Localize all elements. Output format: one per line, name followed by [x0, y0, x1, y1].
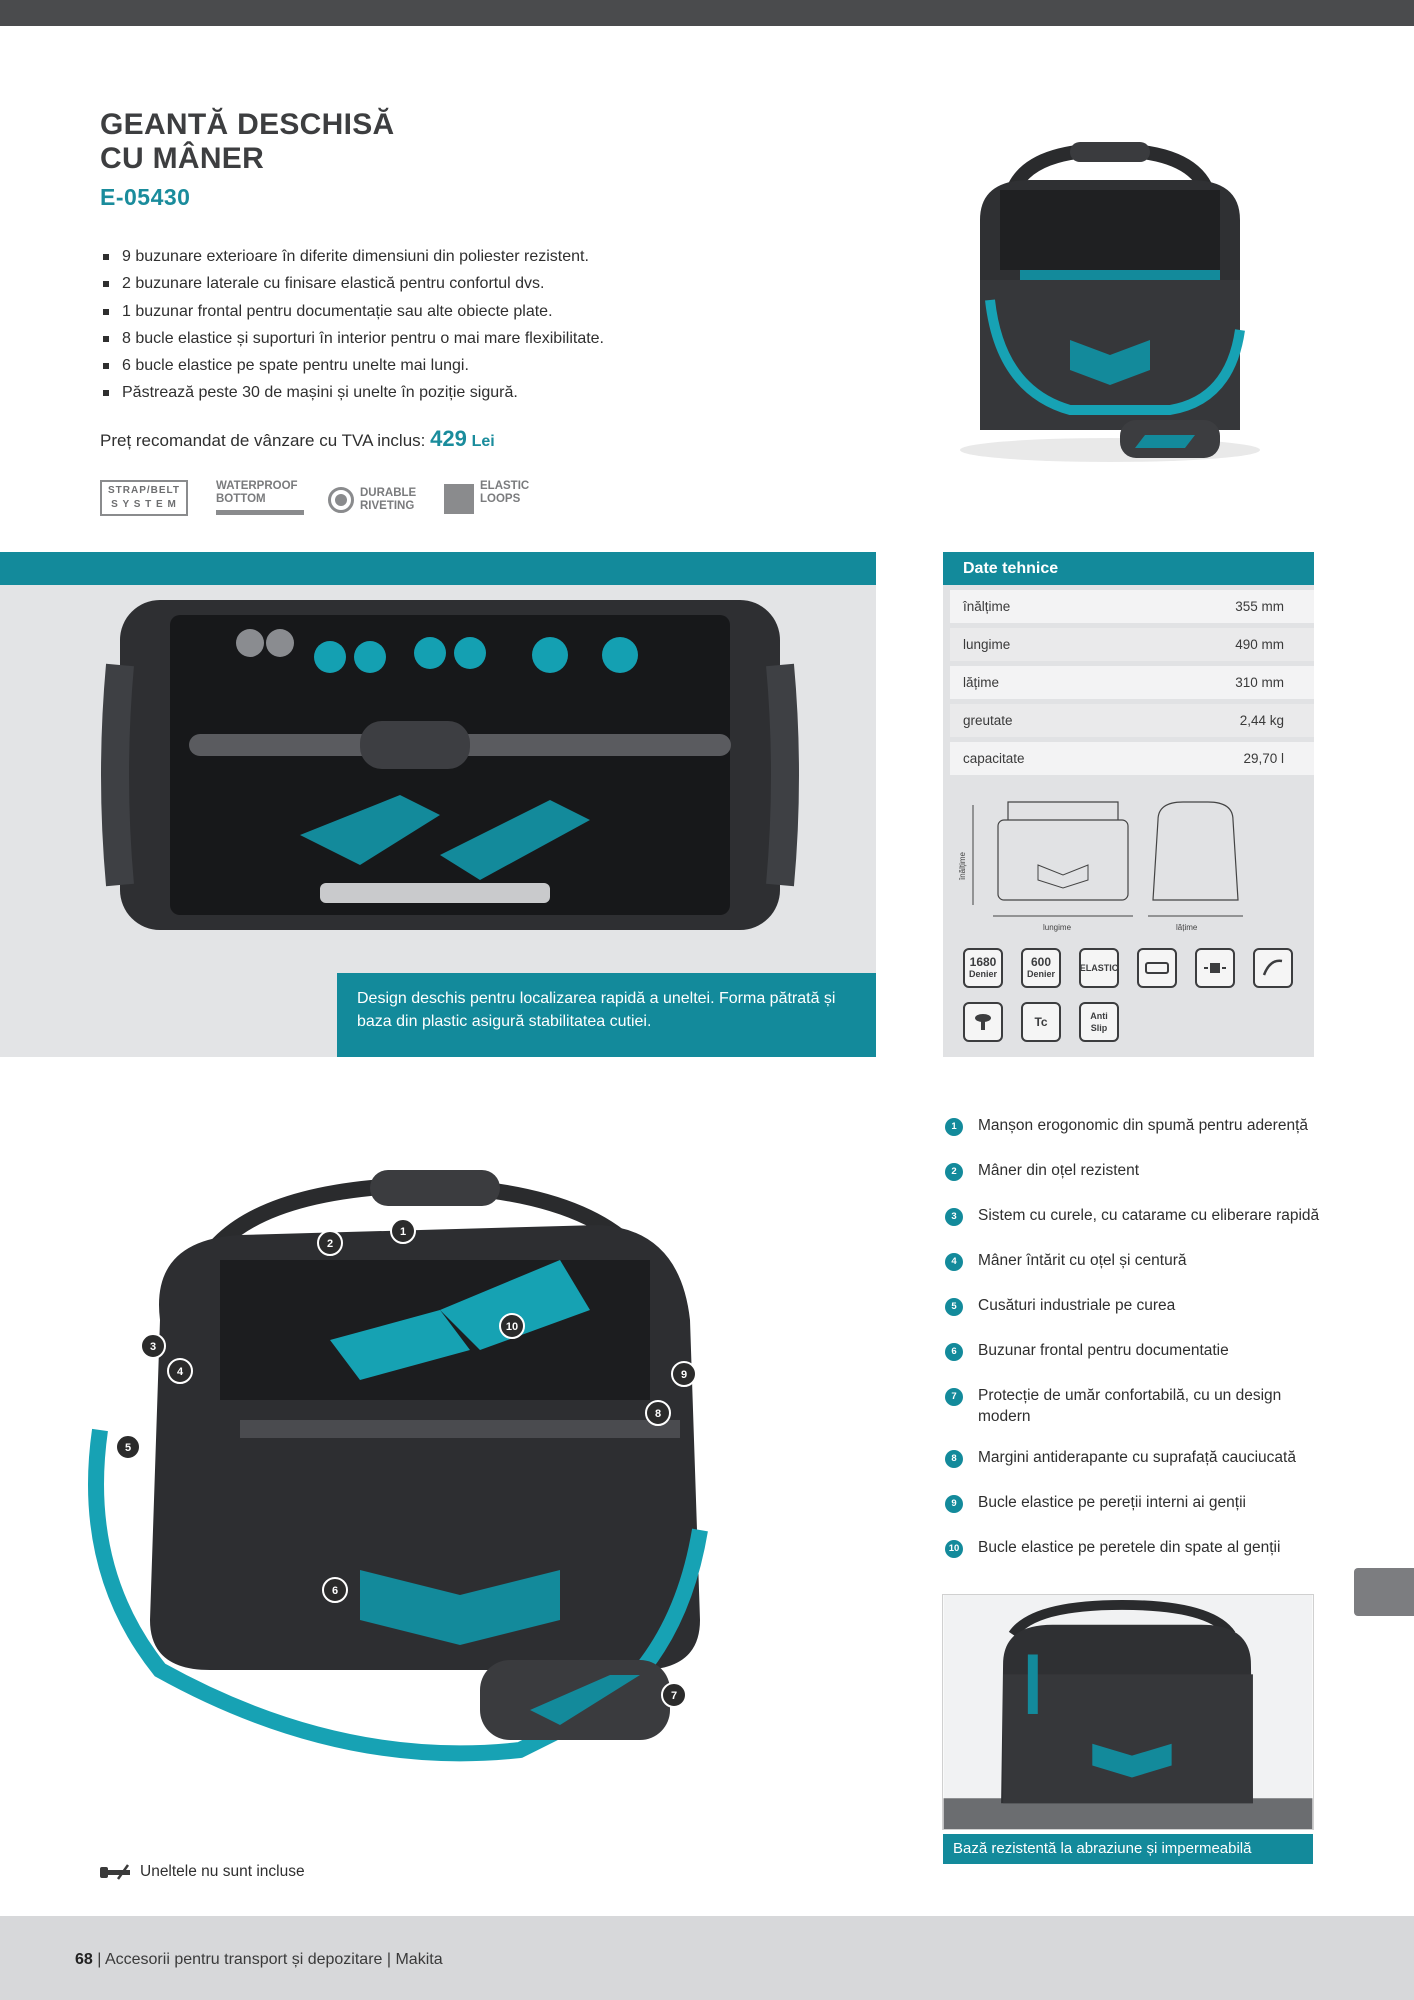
note-text: Uneltele nu sunt incluse [140, 1863, 305, 1880]
loops-line-2: LOOPS [480, 493, 521, 505]
svg-text:1: 1 [400, 1226, 406, 1238]
durable-riveting-icon: DURABLE RIVETING [328, 480, 438, 520]
riveting-line-2: RIVETING [360, 500, 415, 512]
feature-list: 9 buzunare exterioare în diferite dimens… [100, 243, 700, 407]
svg-text:9: 9 [681, 1369, 687, 1381]
price-line: Preț recomandat de vânzare cu TVA inclus… [100, 426, 495, 452]
product-photo-base [942, 1594, 1314, 1830]
svg-text:10: 10 [506, 1321, 518, 1333]
callout-5: 5 [115, 1434, 141, 1460]
height-dimension-label: înălțime [958, 851, 967, 881]
callout-3: 3 [140, 1333, 166, 1359]
feature-item: 6 bucle elastice pe spate pentru unelte … [100, 352, 700, 379]
width-dimension-label: lățime [1176, 923, 1198, 932]
dimension-drawing: înălțime lungime lățime [958, 801, 1243, 932]
tech-header: Date tehnice [943, 552, 1314, 585]
tc-icon: Tc [1021, 1002, 1061, 1042]
strap-belt-system-icon: STRAP/BELT S Y S T E M [100, 480, 188, 516]
callout-6: 6 [322, 1577, 348, 1603]
base-caption: Bază rezistentă la abraziune și impermea… [943, 1834, 1313, 1864]
product-photo-main [960, 142, 1260, 462]
feature-item: Păstrează peste 30 de mașini și unelte î… [100, 379, 700, 406]
title-line-2: CU MÂNER [100, 142, 265, 175]
elastic-loops-icon: ELASTIC LOOPS [444, 480, 544, 520]
callout-1: 1 [390, 1218, 416, 1244]
feature-item: 9 buzunare exterioare în diferite dimens… [100, 243, 700, 270]
footer-bar [0, 1916, 1414, 2000]
feature-item: 1 buzunar frontal pentru documentație sa… [100, 298, 700, 325]
footer-text: 68 | Accesorii pentru transport și depoz… [75, 1951, 443, 1969]
tool-crossed-icon [100, 1864, 130, 1880]
feature-item: 2 buzunare laterale cu finisare elastică… [100, 270, 700, 297]
footer-section: | Accesorii pentru transport și depozita… [92, 1951, 443, 1968]
svg-text:4: 4 [177, 1366, 184, 1378]
waterproof-line-2: BOTTOM [216, 493, 266, 505]
price-label: Preț recomandat de vânzare cu TVA inclus… [100, 431, 426, 450]
callout-4: 4 [167, 1358, 193, 1384]
price-value: 429 [430, 426, 467, 451]
feature-item: 8 bucle elastice și suporturi în interio… [100, 325, 700, 352]
product-code: E-05430 [100, 184, 191, 210]
light-icon [1195, 948, 1235, 988]
shoulder-strap-icon [1253, 948, 1293, 988]
product-photo-callouts: 1 2 3 4 5 6 7 8 9 10 [88, 1170, 708, 1762]
svg-text:8: 8 [655, 1408, 661, 1420]
strap-line-1: STRAP/BELT [107, 485, 181, 496]
product-photo-top-view [101, 600, 799, 930]
svg-text:5: 5 [125, 1442, 131, 1454]
svg-text:6: 6 [332, 1585, 338, 1597]
svg-text:2: 2 [327, 1238, 333, 1250]
open-design-caption: Design deschis pentru localizarea rapidă… [337, 973, 876, 1057]
callout-10: 10 [499, 1313, 525, 1339]
buckle-icon [1137, 948, 1177, 988]
callout-2: 2 [317, 1230, 343, 1256]
strap-line-2: S Y S T E M [111, 499, 177, 510]
page-side-tab [1354, 1568, 1414, 1616]
length-dimension-label: lungime [1043, 923, 1072, 932]
callout-7: 7 [661, 1682, 687, 1708]
callout-8: 8 [645, 1400, 671, 1426]
riveting-line-1: DURABLE [360, 487, 417, 499]
loops-line-1: ELASTIC [480, 480, 530, 492]
title-line-1: GEANTĂ DESCHISĂ [100, 108, 395, 141]
tools-not-included-note: Uneltele nu sunt incluse [100, 1863, 305, 1881]
callout-9: 9 [671, 1361, 697, 1387]
rivet-icon [963, 1002, 1003, 1042]
page-number: 68 [75, 1951, 93, 1968]
waterproof-line-1: WATERPROOF [216, 480, 298, 492]
panel-accent-bar [0, 552, 876, 585]
svg-text:7: 7 [671, 1690, 677, 1702]
waterproof-bottom-icon: WATERPROOF BOTTOM [216, 480, 306, 520]
price-currency: Lei [471, 433, 495, 450]
top-bar [0, 0, 1414, 26]
product-title: GEANTĂ DESCHISĂ CU MÂNER [100, 108, 395, 176]
elastic-icon: ELASTIC [1079, 948, 1119, 988]
svg-text:3: 3 [150, 1341, 156, 1353]
